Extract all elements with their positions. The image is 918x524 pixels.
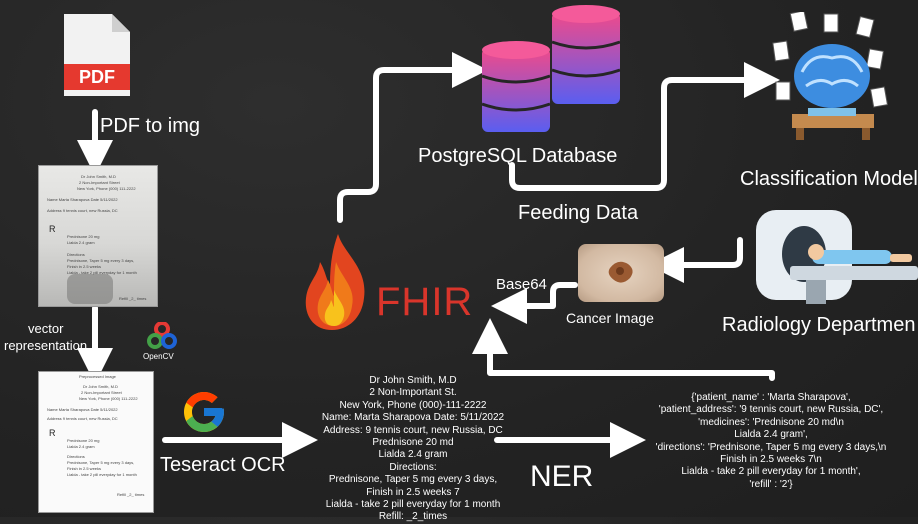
ocr-line: New York, Phone (000)-111-2222: [339, 399, 487, 411]
arrow-cancer-to-fhir: [491, 282, 578, 324]
opencv-label: OpenCV: [143, 352, 174, 361]
fhir-label: FHIR: [376, 280, 474, 324]
database-icon: [481, 4, 632, 134]
ocr-line: Prednisone 20 md: [372, 437, 454, 449]
arrow-radiology-to-cancer: [648, 237, 743, 283]
tesseract-ocr-label: Teseract OCR: [160, 454, 286, 476]
postgres-label: PostgreSQL Database: [418, 145, 618, 167]
feeding-data-label: Feeding Data: [518, 202, 639, 224]
preprocessed-prescription-image: Preprocessed Image Dr John Smith, M.D 2 …: [38, 371, 154, 513]
vector-label-line1: vector: [28, 321, 64, 336]
ner-line: 'directions': 'Prednisone, Taper 5 mg ev…: [655, 441, 887, 453]
classification-brain-icon: [772, 10, 892, 140]
ocr-line: Address: 9 tennis court, new Russia, DC: [323, 424, 503, 436]
base64-label: Base64: [496, 276, 547, 293]
ocr-line: Directions:: [389, 461, 437, 473]
ner-output-block: {'patient_name' : 'Marta Sharapova', 'pa…: [636, 392, 906, 491]
ocr-line: Dr John Smith, M.D: [369, 375, 457, 386]
ocr-line: 2 Non-Important St.: [369, 387, 457, 399]
arrow-fhir-to-db: [337, 52, 488, 223]
ner-line: {'patient_name' : 'Marta Sharapova',: [691, 392, 851, 403]
pdf-to-img-label: PDF to img: [100, 115, 201, 137]
ocr-line: Name: Marta Sharapova Date: 5/11/2022: [321, 412, 505, 424]
classification-model-label: Classification Model: [740, 168, 918, 190]
ner-line: Lialda 2.4 gram',: [734, 429, 808, 441]
ner-line: 'refill' : '2'}: [749, 478, 793, 490]
scanned-prescription-image: Dr John Smith, M.D 2 Non-Important Stree…: [38, 165, 158, 307]
ner-label: NER: [530, 460, 594, 493]
pdf-badge-label: PDF: [79, 67, 115, 87]
ocr-line: Finish in 2.5 weeks 7: [366, 486, 460, 498]
ner-line: 'medicines': 'Prednisone 20 md\n: [698, 416, 844, 428]
vector-label-line2: representation: [4, 338, 88, 353]
mri-scanner-icon: [750, 210, 918, 306]
pdf-file-icon: PDF: [62, 14, 132, 96]
ner-line: Lialda - take 2 pill everyday for 1 mont…: [681, 466, 861, 478]
opencv-logo: [146, 321, 178, 350]
ocr-line: Lialda 2.4 gram: [378, 449, 448, 461]
google-logo: [180, 388, 228, 436]
ocr-line: Prednisone, Taper 5 mg every 3 days,: [328, 474, 498, 486]
ocr-line: Lialda - take 2 pill everyday for 1 mont…: [325, 499, 501, 511]
ocr-text-block: Dr John Smith, M.D 2 Non-Important St. N…: [318, 375, 508, 524]
arrow-db-to-classification: [509, 62, 780, 191]
cancer-image-label: Cancer Image: [566, 310, 654, 326]
radiology-department-label: Radiology Departmen: [722, 314, 916, 336]
ocr-line: Refill: _2_times: [378, 511, 448, 523]
cancer-image-thumbnail: [578, 244, 664, 302]
arrow-ner-to-fhir: [472, 318, 775, 381]
ner-line: Finish in 2.5 weeks 7\n: [720, 454, 822, 466]
fhir-flame-icon: [302, 232, 372, 332]
ner-line: 'patient_address': '9 tennis court, new …: [658, 404, 884, 416]
